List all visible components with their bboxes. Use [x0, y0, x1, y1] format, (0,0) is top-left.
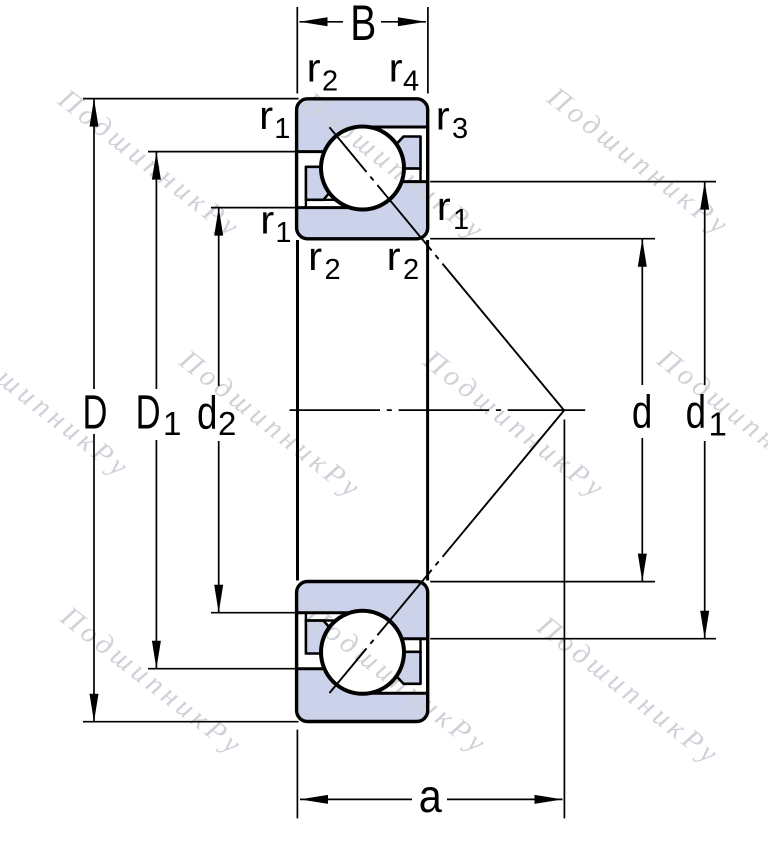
svg-text:4: 4	[403, 65, 419, 97]
svg-text:1: 1	[274, 113, 290, 145]
svg-text:d: d	[197, 386, 217, 438]
svg-text:2: 2	[218, 405, 236, 442]
svg-text:r: r	[259, 93, 273, 138]
svg-text:r: r	[308, 234, 322, 279]
svg-text:D: D	[136, 385, 161, 439]
svg-text:1: 1	[275, 217, 291, 249]
svg-text:r: r	[437, 184, 451, 229]
svg-text:2: 2	[325, 254, 341, 286]
svg-text:2: 2	[322, 65, 338, 97]
svg-text:r: r	[389, 46, 403, 91]
svg-text:r: r	[387, 234, 401, 279]
svg-text:r: r	[260, 197, 274, 242]
svg-text:d: d	[632, 385, 652, 437]
svg-text:2: 2	[403, 254, 419, 286]
svg-text:r: r	[307, 46, 321, 91]
svg-text:a: a	[419, 771, 443, 823]
svg-text:3: 3	[452, 113, 468, 145]
svg-text:1: 1	[709, 406, 727, 443]
svg-text:d: d	[686, 385, 706, 437]
svg-text:1: 1	[163, 405, 181, 442]
svg-text:B: B	[350, 0, 376, 51]
svg-text:D: D	[83, 385, 108, 439]
svg-text:r: r	[436, 93, 450, 138]
svg-text:1: 1	[453, 204, 469, 236]
